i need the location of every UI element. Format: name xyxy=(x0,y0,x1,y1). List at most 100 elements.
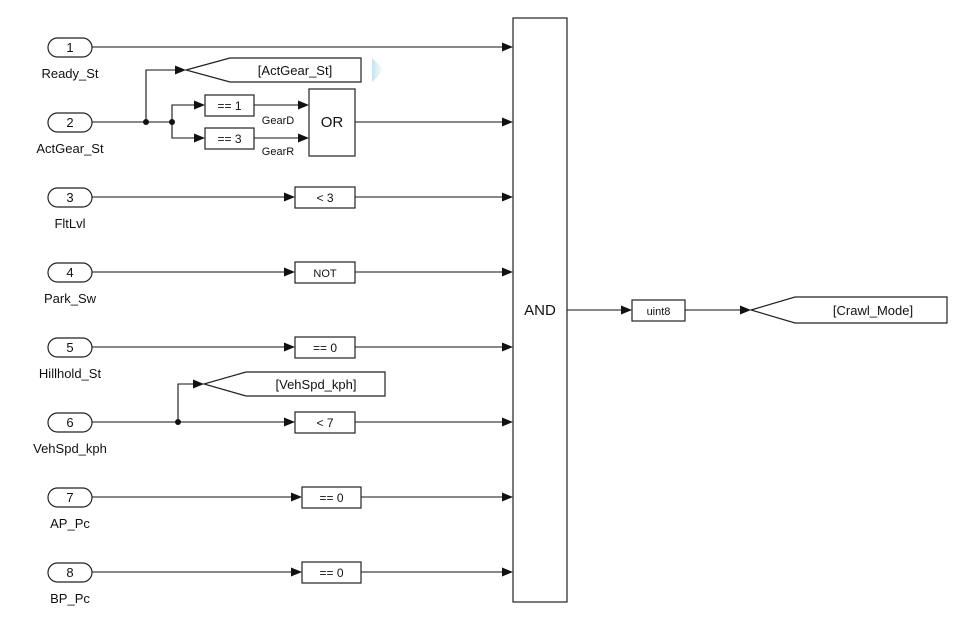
arrowhead xyxy=(194,133,205,143)
inport-6[interactable]: 6 VehSpd_kph xyxy=(33,412,107,456)
arrowhead xyxy=(284,417,295,427)
compare-bp[interactable]: == 0 xyxy=(301,561,362,584)
selection-highlight xyxy=(372,58,384,82)
signal-label-geard: GearD xyxy=(262,115,294,127)
compare-vehspd-shape[interactable] xyxy=(294,411,356,434)
branch-dot xyxy=(143,119,149,125)
inport-8-number: 8 xyxy=(66,565,73,580)
compare-vehspd[interactable]: < 7 xyxy=(294,411,356,434)
inport-7-number: 7 xyxy=(66,490,73,505)
inport-2-label: ActGear_St xyxy=(36,141,104,156)
arrowhead xyxy=(502,117,513,127)
arrowhead xyxy=(502,42,513,52)
inport-3[interactable]: 3 FltLvl xyxy=(47,187,93,231)
arrowhead xyxy=(284,192,295,202)
arrowhead xyxy=(193,379,204,389)
compare-hillhold-label: == 0 xyxy=(313,341,337,355)
goto-vehspd-label: [VehSpd_kph] xyxy=(276,377,357,392)
inport-4-label: Park_Sw xyxy=(44,291,97,306)
compare-fltlvl-shape[interactable] xyxy=(294,186,356,209)
compare-ap-shape[interactable] xyxy=(301,486,362,509)
wire-to-eq3[interactable] xyxy=(171,122,197,139)
or-block[interactable]: OR xyxy=(308,88,356,157)
compare-hillhold-shape[interactable] xyxy=(294,336,356,359)
arrowhead xyxy=(621,305,632,315)
goto-crawl-label: [Crawl_Mode] xyxy=(833,303,913,318)
arrowhead xyxy=(194,100,205,110)
arrowhead xyxy=(502,567,513,577)
inport-2-number: 2 xyxy=(66,115,73,130)
arrowhead xyxy=(298,100,309,110)
inport-8-label: BP_Pc xyxy=(50,591,90,606)
compare-hillhold[interactable]: == 0 xyxy=(294,336,356,359)
goto-actgear-shape[interactable] xyxy=(183,57,362,83)
inport-7[interactable]: 7 AP_Pc xyxy=(47,487,93,531)
compare-gear-r[interactable]: == 3 xyxy=(204,127,255,150)
signal-wires xyxy=(92,42,751,577)
convert-uint8-label: uint8 xyxy=(647,306,671,318)
goto-actgear-label: [ActGear_St] xyxy=(258,63,332,78)
compare-gear-d-label: == 1 xyxy=(217,99,241,113)
goto-vehspd-shape[interactable] xyxy=(201,371,386,397)
not-block-shape[interactable] xyxy=(294,261,356,284)
goto-actgear-st[interactable]: [ActGear_St] xyxy=(183,57,384,83)
arrowhead xyxy=(502,342,513,352)
compare-bp-shape[interactable] xyxy=(301,561,362,584)
or-block-label: OR xyxy=(321,114,344,131)
goto-crawl-shape[interactable] xyxy=(748,296,948,324)
inport-3-label: FltLvl xyxy=(54,216,85,231)
inport-3-number: 3 xyxy=(66,190,73,205)
not-block-label: NOT xyxy=(313,268,337,280)
inport-5-label: Hillhold_St xyxy=(39,366,102,381)
wire-to-eq1[interactable] xyxy=(171,104,197,122)
inport-7-label: AP_Pc xyxy=(50,516,90,531)
compare-ap-label: == 0 xyxy=(319,491,343,505)
and-block-shape[interactable] xyxy=(512,17,568,603)
inport-4-number: 4 xyxy=(66,265,73,280)
wire-vehspd-goto[interactable] xyxy=(177,383,196,422)
inport-8[interactable]: 8 BP_Pc xyxy=(47,562,93,606)
inport-4[interactable]: 4 Park_Sw xyxy=(44,262,97,306)
arrowhead xyxy=(502,492,513,502)
arrowhead xyxy=(502,267,513,277)
arrowhead xyxy=(502,417,513,427)
goto-vehspd-kph[interactable]: [VehSpd_kph] xyxy=(201,371,386,397)
inport-1-label: Ready_St xyxy=(41,66,98,81)
and-block[interactable]: AND xyxy=(512,17,568,603)
and-block-label: AND xyxy=(524,302,556,319)
arrowhead xyxy=(298,133,309,143)
compare-gear-d-shape[interactable] xyxy=(204,94,255,117)
compare-gear-r-shape[interactable] xyxy=(204,127,255,150)
branch-dot xyxy=(169,119,175,125)
signal-label-gearr: GearR xyxy=(262,146,294,158)
convert-uint8-shape[interactable] xyxy=(631,299,686,322)
inport-2[interactable]: 2 ActGear_St xyxy=(36,112,104,156)
inport-1[interactable]: 1 Ready_St xyxy=(41,37,99,81)
compare-fltlvl-label: < 3 xyxy=(316,191,333,205)
wire-actgear-goto[interactable] xyxy=(145,69,178,122)
convert-uint8[interactable]: uint8 xyxy=(631,299,686,322)
compare-fltlvl[interactable]: < 3 xyxy=(294,186,356,209)
goto-crawl-mode[interactable]: [Crawl_Mode] xyxy=(748,296,948,324)
compare-vehspd-label: < 7 xyxy=(316,416,333,430)
compare-bp-label: == 0 xyxy=(319,566,343,580)
arrowhead xyxy=(291,492,302,502)
inport-6-label: VehSpd_kph xyxy=(33,441,107,456)
branch-dot xyxy=(175,419,181,425)
arrowhead xyxy=(175,65,186,75)
arrowhead xyxy=(502,192,513,202)
compare-gear-d[interactable]: == 1 xyxy=(204,94,255,117)
inport-1-number: 1 xyxy=(66,40,73,55)
arrowhead xyxy=(740,305,751,315)
compare-gear-r-label: == 3 xyxy=(217,132,241,146)
or-block-shape[interactable] xyxy=(308,88,356,157)
not-block[interactable]: NOT xyxy=(294,261,356,284)
arrowhead xyxy=(284,267,295,277)
arrowhead xyxy=(291,567,302,577)
inport-5-number: 5 xyxy=(66,340,73,355)
inport-5[interactable]: 5 Hillhold_St xyxy=(39,337,102,381)
inport-6-number: 6 xyxy=(66,415,73,430)
compare-ap[interactable]: == 0 xyxy=(301,486,362,509)
arrowhead xyxy=(284,342,295,352)
